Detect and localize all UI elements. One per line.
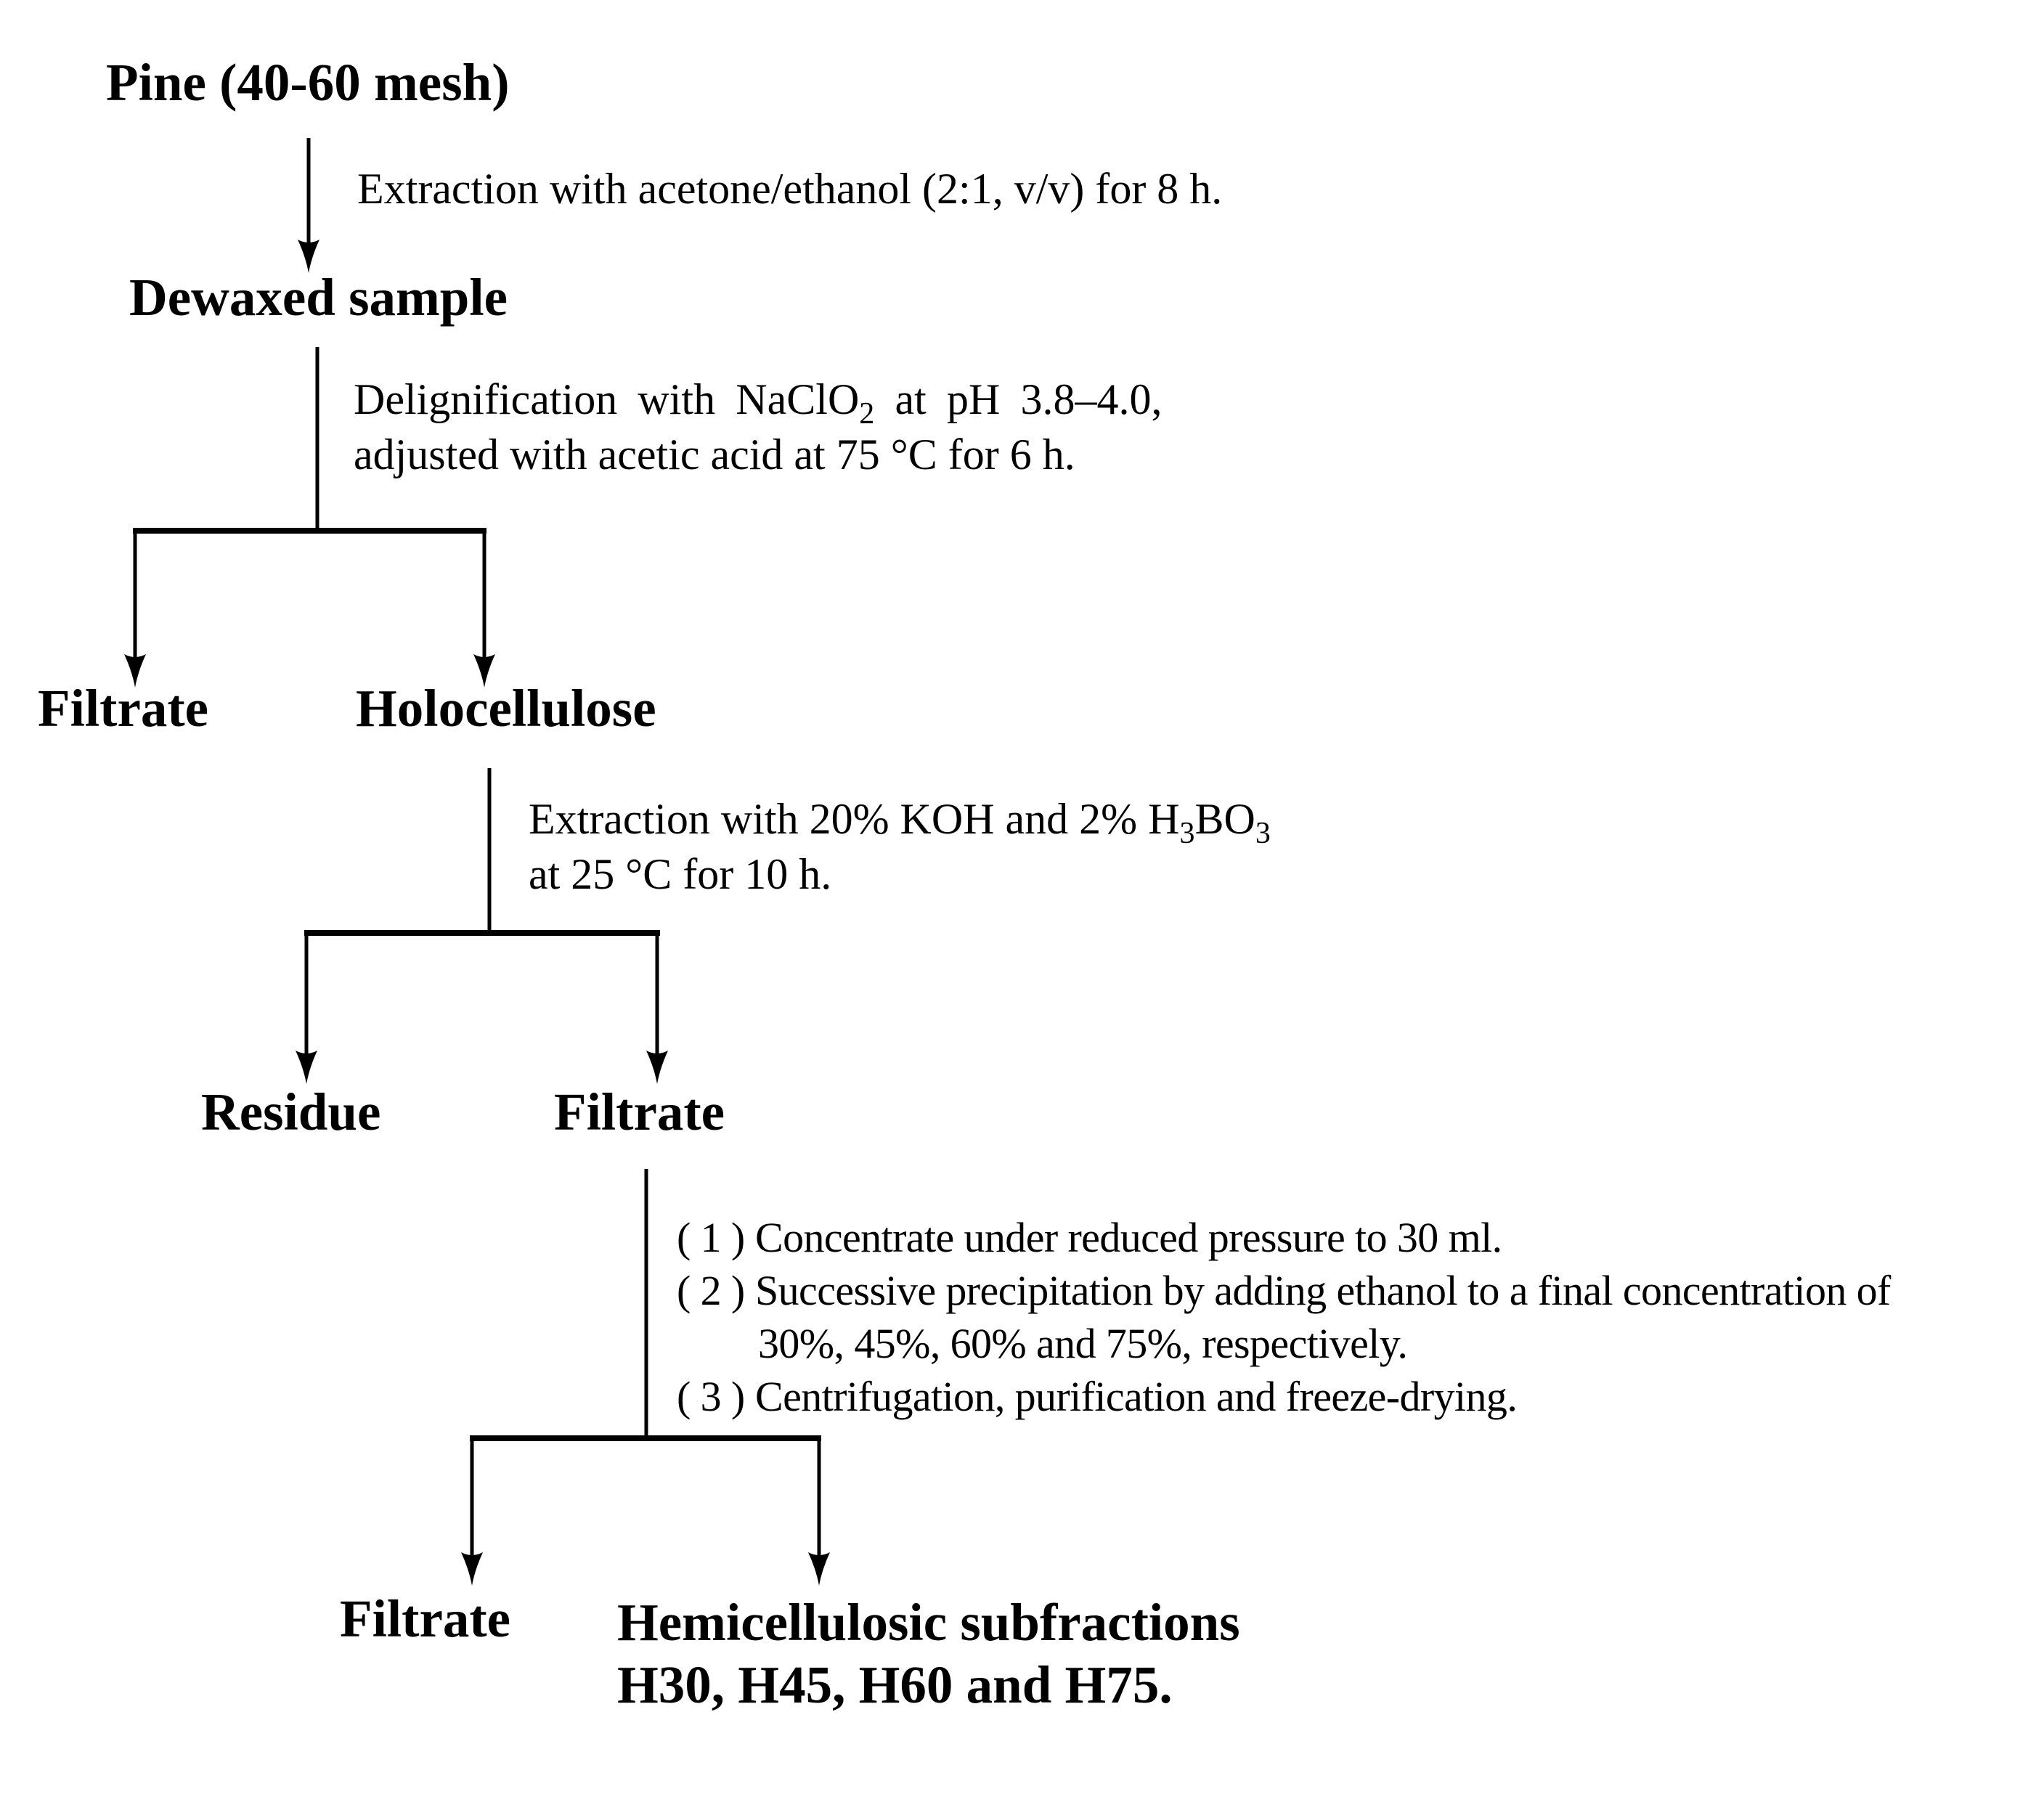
alkali-text-b: BO: [1194, 795, 1255, 843]
workup-step-1-number: ( 1 ): [677, 1214, 745, 1261]
arrowhead-branch1-holocellulose: [473, 654, 495, 688]
node-filtrate-1: Filtrate: [38, 679, 209, 738]
annotation-alkali-extraction: Extraction with 20% KOH and 2% H3BO3 at …: [529, 791, 1271, 902]
workup-step-2-continuation: 30%, 45%, 60% and 75%, respectively.: [758, 1320, 1408, 1367]
hemicellulosic-line-2: H30, H45, H60 and H75.: [617, 1655, 1173, 1714]
node-dewaxed-sample: Dewaxed sample: [129, 268, 508, 327]
workup-step-2-text: Successive precipitation by adding ethan…: [755, 1267, 1891, 1314]
alkali-subscript-2: 3: [1255, 817, 1271, 850]
workup-step-3-text: Centrifugation, purification and freeze-…: [755, 1373, 1518, 1420]
delignification-line-2: adjusted with acetic acid at 75 °C for 6…: [354, 431, 1075, 478]
alkali-extraction-line-2: at 25 °C for 10 h.: [529, 850, 832, 898]
alkali-subscript-1: 3: [1179, 817, 1195, 850]
workup-step-3-number: ( 3 ): [677, 1373, 745, 1420]
node-holocellulose: Holocellulose: [356, 679, 656, 738]
arrowhead-branch1-filtrate: [124, 654, 146, 688]
node-pine: Pine (40-60 mesh): [106, 53, 510, 112]
workup-step-3: ( 3 )Centrifugation, purification and fr…: [677, 1370, 1891, 1423]
delignification-subscript: 2: [859, 397, 875, 431]
alkali-extraction-line-1: Extraction with 20% KOH and 2% H3BO3: [529, 791, 1271, 850]
workup-step-1: ( 1 )Concentrate under reduced pressure …: [677, 1211, 1891, 1264]
annotation-workup-steps: ( 1 )Concentrate under reduced pressure …: [677, 1211, 1891, 1423]
annotation-dewaxing: Extraction with acetone/ethanol (2:1, v/…: [357, 165, 1223, 213]
arrowhead-branch3-hemicellulosic: [808, 1552, 830, 1586]
delignification-line-1: Delignification with NaClO2 at pH 3.8–4.…: [354, 372, 1163, 429]
workup-step-2-number: ( 2 ): [677, 1267, 745, 1314]
node-residue: Residue: [201, 1083, 381, 1141]
arrowhead-pine-dewaxed: [298, 240, 319, 273]
arrowhead-branch3-filtrate: [461, 1552, 483, 1586]
arrowhead-branch2-filtrate: [646, 1051, 668, 1084]
arrowhead-branch2-residue: [296, 1051, 317, 1084]
node-filtrate-2: Filtrate: [554, 1083, 725, 1141]
node-filtrate-3: Filtrate: [340, 1589, 511, 1648]
hemicellulosic-line-1: Hemicellulosic subfractions: [617, 1593, 1240, 1652]
workup-step-2: ( 2 )Successive precipitation by adding …: [677, 1264, 1891, 1317]
delignification-text-a: Delignification with NaClO: [354, 375, 860, 423]
node-hemicellulosic-subfractions: Hemicellulosic subfractions H30, H45, H6…: [617, 1591, 1240, 1716]
annotation-delignification: Delignification with NaClO2 at pH 3.8–4.…: [354, 372, 1163, 482]
alkali-text-a: Extraction with 20% KOH and 2% H: [529, 795, 1180, 843]
delignification-text-b: at pH 3.8–4.0,: [874, 375, 1163, 423]
workup-step-1-text: Concentrate under reduced pressure to 30…: [755, 1214, 1502, 1261]
